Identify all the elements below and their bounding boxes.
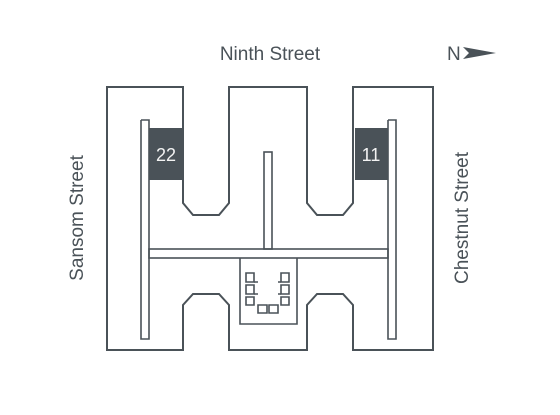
building-outline (106, 86, 434, 351)
elevator-core (245, 272, 290, 314)
unit-22[interactable]: 22 (149, 128, 182, 180)
street-label-right: Chestnut Street (452, 151, 473, 284)
north-arrow-icon (463, 47, 496, 59)
unit-11[interactable]: 11 (355, 128, 388, 180)
street-label-top: Ninth Street (220, 44, 321, 65)
unit-11-label: 11 (362, 145, 381, 165)
corridor-lines (140, 119, 397, 340)
unit-22-label: 22 (156, 145, 176, 165)
street-label-left: Sansom Street (67, 154, 88, 280)
north-label: N (447, 44, 461, 65)
north-indicator: N (447, 44, 496, 65)
